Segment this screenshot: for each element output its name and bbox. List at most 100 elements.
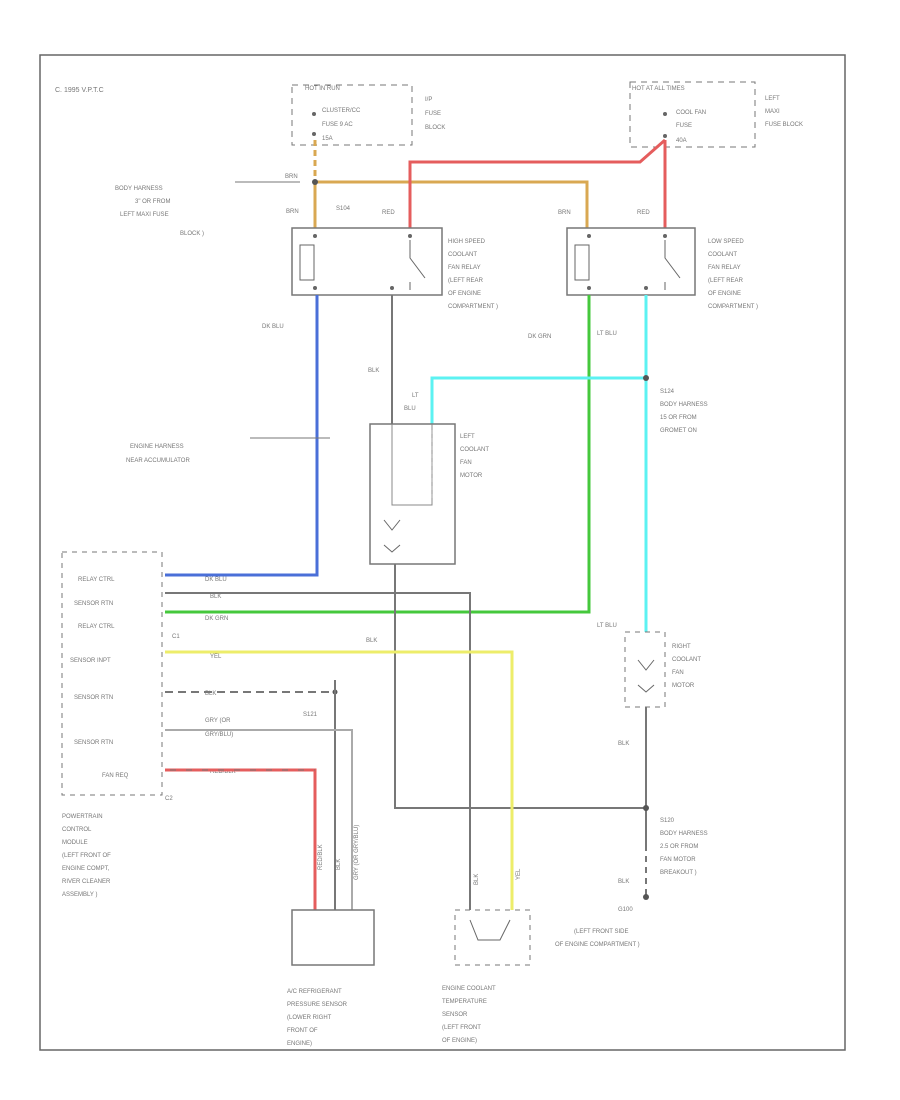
pcm-desc-5: ENGINE COMPT, [62,866,110,872]
pcm-wire-3: DK GRN [205,616,228,622]
body-harness-1: BODY HARNESS [115,186,163,192]
diagram-border [39,54,846,1051]
ect-sensor-2: TEMPERATURE [442,999,487,1005]
ect-sensor-1: ENGINE COOLANT [442,986,496,992]
high-relay-5: OF ENGINE [448,291,481,297]
wire-yel [165,650,514,910]
fuse-left-block2: FUSE [425,111,441,117]
fuse-right-name: COOL FAN [676,110,706,116]
wire-dk-grn [165,295,591,614]
wire-dk-blu [165,295,319,577]
fuse-right-amp: 40A [676,138,687,144]
wire-label-red-right: RED [637,210,650,216]
ac-sensor-1: A/C REFRIGERANT [287,989,342,995]
wire-label-lt-blu-motor: LT [412,393,419,399]
s124-label-4: GROMET ON [660,428,697,434]
high-speed-relay: HIGH SPEED COOLANT FAN RELAY (LEFT REAR … [291,227,498,310]
fuse-right-block3: FUSE BLOCK [765,122,803,128]
ground-g100-icon [643,894,649,900]
pcm-pin-1: RELAY CTRL [78,577,115,583]
ac-pressure-sensor: A/C REFRIGERANT PRESSURE SENSOR (LOWER R… [287,909,375,1047]
maxi-fuse-block: HOT AT ALL TIMES COOL FAN FUSE 40A LEFT … [629,81,803,148]
wire-blk-sensor-rtn [165,592,471,910]
ect-sensor-5: OF ENGINE) [442,1038,477,1044]
low-relay-2: COOLANT [708,252,737,258]
sensor-icon [469,919,511,941]
wire-label-lt-blu: LT BLU [597,331,617,337]
high-relay-6: COMPARTMENT ) [448,304,498,310]
pcm-desc-7: ASSEMBLY ) [62,892,97,898]
relay-switch-icon [664,240,681,290]
relay-coil-icon [574,244,590,281]
fuse-right-block: LEFT [765,96,780,102]
wire-label-blk-pcm: BLK [366,638,377,644]
low-relay-6: COMPARTMENT ) [708,304,758,310]
wire-label-dk-grn: DK GRN [528,334,551,340]
powertrain-control-module: RELAY CTRL SENSOR RTN RELAY CTRL SENSOR … [61,551,180,898]
low-speed-relay: LOW SPEED COOLANT FAN RELAY (LEFT REAR O… [566,227,758,310]
pcm-pin-7: FAN REQ [102,773,129,779]
s124-label-2: BODY HARNESS [660,402,708,408]
pcm-c2: C2 [165,796,173,802]
wire-label-yel: YEL [516,868,522,880]
pcm-wire-2: BLK [210,594,221,600]
pcm-wire-6b: GRY/BLU) [205,732,233,738]
body-harness-3: LEFT MAXI FUSE [120,212,169,218]
wire-label-brn-right: BRN [558,210,571,216]
wire-label-dk-blu: DK BLU [262,324,284,330]
engine-coolant-temp-sensor: ENGINE COOLANT TEMPERATURE SENSOR (LEFT … [442,909,531,1044]
pcm-pin-4: SENSOR INPT [70,658,111,664]
wire-label-lt-blu-right: LT BLU [597,623,617,629]
wire-label-blk-relay: BLK [368,368,379,374]
fuse-right-icon [663,112,667,116]
ac-sensor-5: ENGINE) [287,1041,312,1047]
left-motor-2: COOLANT [460,447,489,453]
fuse-left-block3: BLOCK [425,125,445,131]
fuse-left-header: HOT IN RUN [305,86,340,92]
splice-label-s121: S121 [303,712,318,718]
pcm-wire-7: RED/BLK [210,769,236,775]
pcm-wire-4: YEL [210,654,222,660]
ground-label-g100: G100 [618,907,633,913]
wire-lt-blu-left [430,376,646,424]
wire-gry [165,729,353,910]
pcm-wire-6a: GRY (OR [205,718,231,724]
ac-sensor-4: FRONT OF [287,1028,318,1034]
right-motor-4: MOTOR [672,683,695,689]
s124-label-1: S124 [660,389,675,395]
relay-coil-icon [299,244,315,281]
left-motor-3: FAN [460,460,472,466]
s120-label-3: 2.5 OR FROM [660,844,698,850]
low-relay-3: FAN RELAY [708,265,741,271]
pcm-desc-2: CONTROL [62,827,92,833]
ect-sensor-4: (LEFT FRONT [442,1025,481,1031]
low-relay-1: LOW SPEED [708,239,744,245]
motor-icon [383,519,401,553]
ac-wire-1: RED/BLK [318,844,324,870]
pcm-pin-5: SENSOR RTN [74,695,113,701]
wire-red-blk [165,768,317,910]
engine-harness-1: ENGINE HARNESS [130,444,184,450]
fuse-left-amp: 15A [322,136,333,142]
high-relay-2: COOLANT [448,252,477,258]
g100-loc-2: OF ENGINE COMPARTMENT ) [555,942,640,948]
pcm-pin-3: RELAY CTRL [78,624,115,630]
splice-s124 [643,375,649,381]
body-harness-2: 3" OR FROM [135,199,170,205]
right-coolant-fan-motor: RIGHT COOLANT FAN MOTOR [624,631,701,708]
pcm-c1: C1 [172,634,180,640]
motor-icon [637,659,655,693]
fuse-left-name2: FUSE 9 AC [322,122,353,128]
ac-wire-3: GRY (OR GRY/BLU) [354,825,360,880]
pcm-desc-1: POWERTRAIN [62,814,103,820]
wire-label-brn-left: BRN [286,209,299,215]
ac-wire-2: BLK [336,859,342,870]
high-relay-3: FAN RELAY [448,265,481,271]
copyright-code: C. 1995 V.P.T.C [55,87,104,94]
pcm-pin-6: SENSOR RTN [74,740,113,746]
fuse-right-header: HOT AT ALL TIMES [632,86,685,92]
relay-switch-icon [409,240,426,290]
wire-red-bus [408,138,666,228]
low-relay-5: OF ENGINE [708,291,741,297]
